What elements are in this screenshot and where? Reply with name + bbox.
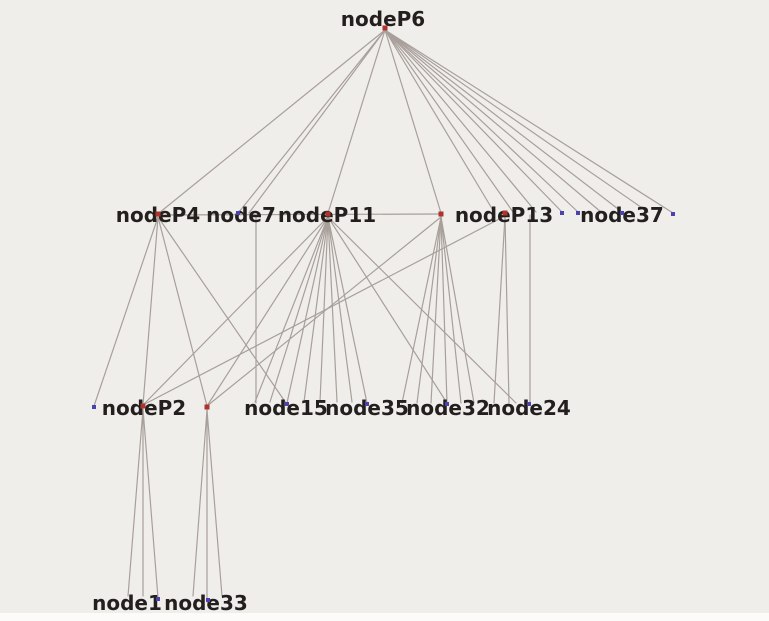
- graph-edge: [206, 216, 442, 407]
- graph-node-dot-node24: [527, 402, 531, 406]
- node-label-node7: node7: [206, 203, 276, 227]
- graph-edge: [248, 29, 386, 214]
- graph-edge: [142, 216, 329, 406]
- graph-edge: [303, 216, 329, 403]
- graph-edge: [384, 29, 537, 213]
- graph-edge: [493, 215, 506, 404]
- graph-edge: [142, 408, 159, 599]
- graph-node-dot-leaf578: [576, 211, 580, 215]
- graph-edge: [384, 29, 579, 213]
- graph-node-dot-leaf94: [92, 405, 96, 409]
- graph-edge: [384, 29, 602, 213]
- graph-edge: [206, 409, 223, 597]
- node-label-node35: node35: [325, 396, 409, 420]
- graph-edge: [327, 29, 386, 214]
- graph-edge: [416, 216, 442, 404]
- node-label-node24: node24: [487, 396, 571, 420]
- graph-node-dot-nodeP13: [502, 210, 508, 216]
- graph-edge: [401, 216, 442, 404]
- node-label-node1: node1: [92, 591, 162, 615]
- node-label-node32: node32: [406, 396, 490, 420]
- graph-node-dot-node7: [236, 211, 240, 215]
- graph-node-dot-p207: [204, 404, 210, 410]
- graph-edge: [327, 216, 338, 403]
- graph-edge: [319, 216, 329, 403]
- bottom-strip: [0, 613, 769, 621]
- graph-edge: [238, 29, 386, 213]
- graph-edge: [327, 216, 368, 404]
- graph-node-dot-node1: [156, 597, 160, 601]
- graph-edge: [286, 216, 329, 404]
- graph-node-dot-nodeP11: [325, 211, 331, 217]
- graph-edge: [440, 216, 448, 404]
- graph-node-dot-leaf673: [671, 212, 675, 216]
- graph-edge: [254, 216, 329, 403]
- graph-edge: [269, 216, 329, 403]
- graph-edge: [158, 29, 386, 214]
- graph-node-dot-node35: [365, 402, 369, 406]
- graph-edge: [384, 29, 649, 213]
- graph-edge: [327, 216, 448, 404]
- graph-node-dot-nodeP4: [155, 211, 161, 217]
- graph-node-dot-leaf562: [560, 211, 564, 215]
- graph-node-dot-p441: [438, 211, 444, 217]
- graph-node-dot-node32: [445, 402, 449, 406]
- graph-edge: [384, 29, 623, 213]
- graph-edge: [158, 213, 442, 216]
- graph-node-dot-node15: [285, 402, 289, 406]
- graph-node-dot-node37: [620, 211, 624, 215]
- graph-edge: [157, 216, 208, 407]
- node-label-node33: node33: [164, 591, 248, 615]
- graph-node-dot-nodeP6: [382, 25, 388, 31]
- graph-edge: [192, 409, 208, 597]
- graph-edge: [93, 216, 159, 407]
- node-label-node15: node15: [244, 396, 328, 420]
- graph-edge: [206, 216, 329, 407]
- graph-edge: [384, 29, 442, 214]
- graph-edge: [384, 29, 563, 213]
- graph-edge: [157, 216, 287, 404]
- graph-edge: [384, 29, 674, 214]
- graph-node-dot-node33: [206, 598, 210, 602]
- graph-edge: [142, 215, 506, 406]
- graph-edge: [384, 29, 514, 213]
- graph-edge: [384, 29, 495, 213]
- graph-edge: [327, 216, 353, 403]
- graph-edge: [142, 216, 159, 406]
- graph-edge: [430, 216, 442, 404]
- graph-edge: [504, 215, 510, 404]
- graph-node-dot-nodeP2: [140, 403, 146, 409]
- graph-edge: [440, 216, 475, 404]
- graph-edge: [127, 408, 144, 597]
